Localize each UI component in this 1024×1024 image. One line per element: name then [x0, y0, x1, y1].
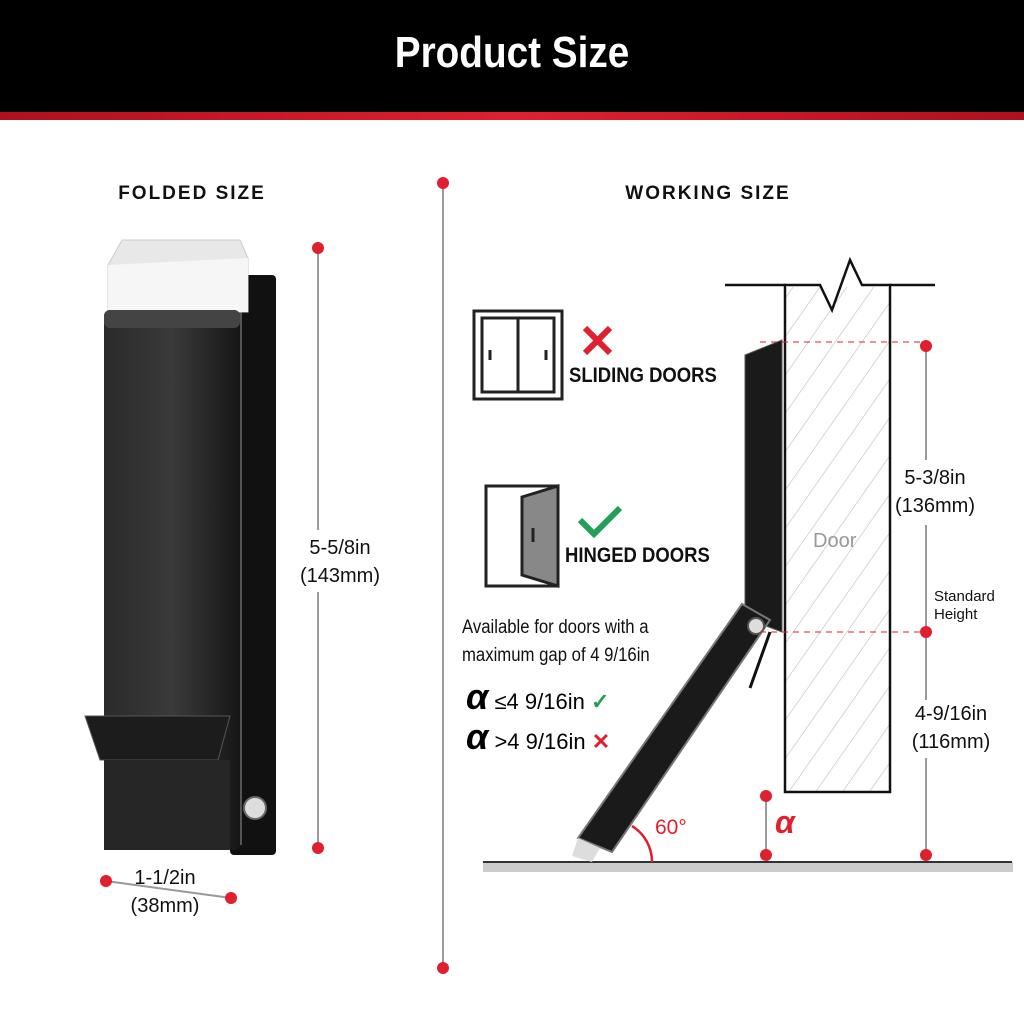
- door-section: [725, 256, 935, 794]
- check-small-icon: ✓: [590, 689, 610, 714]
- x-small-icon: ✕: [591, 729, 611, 754]
- sliding-doors-label: SLIDING DOORS: [569, 364, 717, 387]
- gap-note-line2: maximum gap of 4 9/16in: [462, 645, 650, 666]
- sliding-door-icon: [472, 309, 564, 401]
- folded-height-in: 5-5/8in: [309, 537, 371, 559]
- height-dimensions: [760, 340, 932, 861]
- door-label: Door: [813, 530, 857, 552]
- header-bar: [0, 0, 1024, 112]
- gap-dimension: [760, 790, 772, 861]
- standard-height-line2: Height: [934, 606, 978, 623]
- alpha-ok-text: ≤4 9/16in: [494, 689, 585, 714]
- upper-height-label: 5-3/8in (136mm): [880, 464, 990, 520]
- folded-height-dimension: [312, 242, 324, 854]
- working-product-image: [572, 339, 783, 862]
- section-divider: [437, 177, 449, 974]
- hinged-doors-label: HINGED DOORS: [565, 544, 710, 567]
- alpha-symbol: α: [466, 716, 489, 757]
- lower-height-mm: (116mm): [911, 731, 991, 753]
- folded-width-label: 1-1/2in (38mm): [95, 864, 235, 920]
- alpha-symbol: α: [466, 676, 489, 717]
- angle-label: 60°: [655, 816, 687, 839]
- upper-height-in: 5-3/8in: [904, 467, 966, 489]
- folded-width-mm: (38mm): [130, 895, 200, 917]
- folded-height-label: 5-5/8in (143mm): [270, 534, 410, 590]
- folded-width-in: 1-1/2in: [134, 867, 196, 889]
- folded-size-heading: FOLDED SIZE: [118, 183, 266, 204]
- standard-height-label: Standard Height: [934, 588, 995, 624]
- header-accent-line: [0, 112, 1024, 120]
- lower-height-label: 4-9/16in (116mm): [896, 700, 1006, 756]
- folded-height-mm: (143mm): [299, 565, 380, 587]
- alpha-ok-row: α ≤4 9/16in ✓: [466, 676, 609, 718]
- angle-arc: [631, 824, 654, 863]
- alpha-bad-row: α >4 9/16in ✕: [466, 716, 610, 758]
- folded-product-image: [84, 239, 276, 855]
- page-title: Product Size: [394, 28, 630, 77]
- standard-height-line1: Standard: [934, 588, 995, 605]
- gap-note-line1: Available for doors with a: [462, 617, 649, 638]
- x-mark-icon: [582, 325, 613, 356]
- gap-alpha-label: α: [775, 804, 795, 840]
- alpha-bad-text: >4 9/16in: [494, 729, 586, 754]
- check-mark-icon: [577, 505, 623, 539]
- lower-height-in: 4-9/16in: [914, 703, 988, 725]
- working-size-heading: WORKING SIZE: [625, 183, 791, 204]
- folded-width-dimension: [100, 875, 237, 904]
- floor: [483, 861, 1013, 872]
- upper-height-mm: (136mm): [894, 495, 975, 517]
- hinged-door-icon: [484, 483, 560, 589]
